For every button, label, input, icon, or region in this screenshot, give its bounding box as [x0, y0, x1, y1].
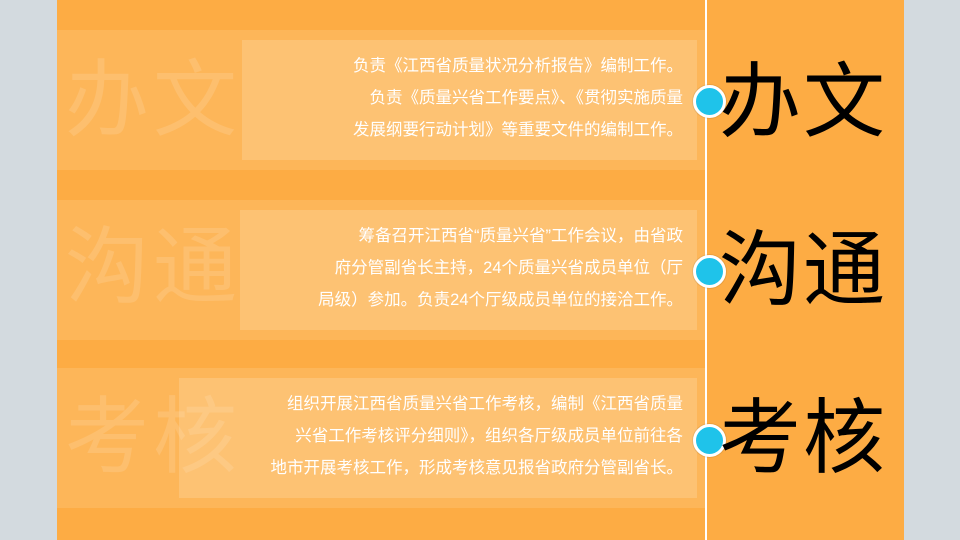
section-3-line-1: 组织开展江西省质量兴省工作考核，编制《江西省质量	[287, 395, 683, 413]
background-band-3	[57, 368, 705, 508]
section-2-line-1: 筹备召开江西省“质量兴省”工作会议，由省政	[358, 227, 684, 245]
section-2-line-2: 府分管副省长主持，24个质量兴省成员单位（厅	[334, 259, 683, 277]
section-1-line-2: 负责《质量兴省工作要点》、《贯彻实施质量	[369, 89, 684, 107]
section-2-line-3: 局级）参加。负责24个厅级成员单位的接洽工作。	[318, 291, 683, 309]
section-3-line-2: 兴省工作考核评分细则》，组织各厅级成员单位前往各	[295, 427, 683, 445]
section-3-title: 考核	[719, 391, 888, 486]
watermark-title-2: 沟通	[65, 218, 242, 316]
timeline-dot-3	[693, 424, 726, 457]
background-band-2	[57, 200, 705, 340]
section-3-textbox: 组织开展江西省质量兴省工作考核，编制《江西省质量 兴省工作考核评分细则》，组织各…	[179, 378, 697, 498]
section-2-textbox: 筹备召开江西省“质量兴省”工作会议，由省政 府分管副省长主持，24个质量兴省成员…	[240, 210, 697, 330]
section-3-line-3: 地市开展考核工作，形成考核意见报省政府分管副省长。	[270, 459, 684, 477]
section-1-title: 办文	[719, 55, 888, 150]
slide: 办文 沟通 考核 负责《江西省质量状况分析报告》编制工作。 负责《质量兴省工作要…	[57, 0, 904, 540]
watermark-title-1: 办文	[65, 51, 242, 149]
section-1-line-3: 发展纲要行动计划》等重要文件的编制工作。	[353, 121, 683, 139]
timeline-dot-2	[693, 255, 726, 288]
section-1-textbox: 负责《江西省质量状况分析报告》编制工作。 负责《质量兴省工作要点》、《贯彻实施质…	[242, 40, 697, 160]
watermark-title-3: 考核	[65, 388, 242, 486]
section-1-line-1: 负责《江西省质量状况分析报告》编制工作。	[353, 57, 683, 75]
section-2-title: 沟通	[719, 223, 888, 318]
background-band-1	[57, 30, 705, 170]
timeline-dot-1	[693, 85, 726, 118]
